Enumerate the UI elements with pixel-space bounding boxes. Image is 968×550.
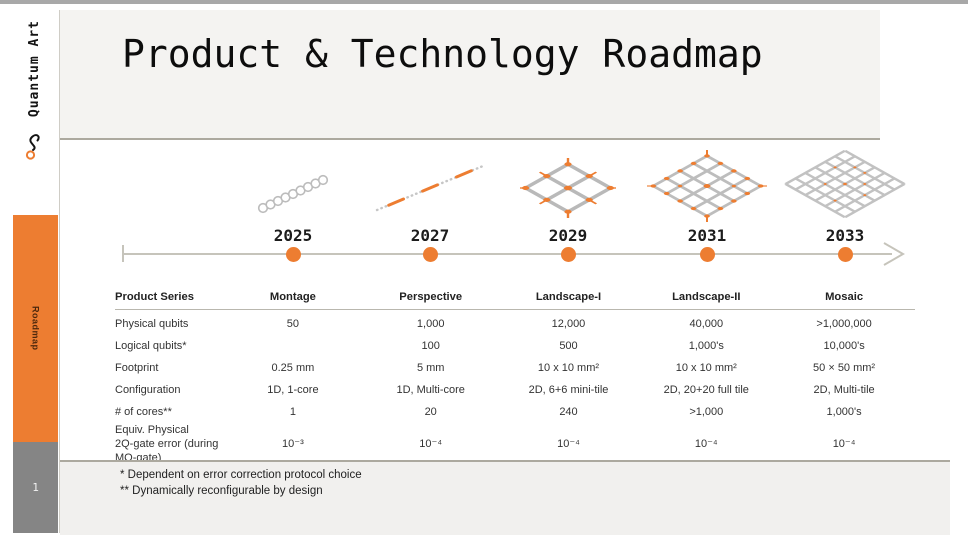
cell-value: >1,000,000 xyxy=(816,318,872,331)
cell-value: 1D, 1-core xyxy=(267,384,319,397)
cell-value: 10⁻³ xyxy=(282,437,304,450)
cell-value: 40,000 xyxy=(689,318,724,331)
quantum-art-logo-icon xyxy=(25,134,40,160)
cell-value: 10⁻⁴ xyxy=(419,437,443,450)
table-row: Physical qubits 50 1,000 12,000 40,000 >1,000… xyxy=(115,314,915,336)
timeline-year: 2027 xyxy=(410,226,450,245)
cell-value: 12,000 xyxy=(551,318,586,331)
cell-value: 5 mm xyxy=(416,362,445,375)
timeline-year: 2033 xyxy=(825,226,865,245)
table-header-row: Product Series Montage Perspective Landscap… xyxy=(115,286,915,310)
timeline-year: 2025 xyxy=(273,226,313,245)
row-label: # of cores** xyxy=(115,406,172,419)
cell-value: 10,000's xyxy=(823,340,865,353)
cell-value: 1,000's xyxy=(826,406,862,419)
cell-value: 10⁻⁴ xyxy=(832,437,856,450)
slide-number: 1 xyxy=(32,481,39,494)
timeline-year: 2029 xyxy=(548,226,588,245)
footnotes: * Dependent on error correction protocol… xyxy=(120,468,362,499)
sidebar-divider xyxy=(59,10,60,533)
column-header: Landscape-I xyxy=(535,291,602,303)
slide-number-badge: 1 xyxy=(13,442,58,533)
column-header: Perspective xyxy=(399,291,463,303)
timeline-axis xyxy=(122,253,892,255)
window-top-strip xyxy=(0,0,968,4)
cell-value: 1,000 xyxy=(416,318,445,331)
header-band xyxy=(60,10,880,140)
cell-value: 10 x 10 mm² xyxy=(537,362,600,375)
cell-value: 0.25 mm xyxy=(271,362,315,375)
row-label: Product Series xyxy=(115,291,194,303)
cell-value: 10⁻⁴ xyxy=(694,437,718,450)
sidebar-tab-label: Roadmap xyxy=(30,306,41,351)
timeline-year: 2031 xyxy=(687,226,727,245)
cell-value: 500 xyxy=(559,340,578,353)
footer-band xyxy=(60,460,950,535)
row-label: Physical qubits xyxy=(115,318,189,331)
table-row: # of cores** 1 20 240 >1,000 1,000's xyxy=(115,402,915,424)
timeline-milestone-dot xyxy=(560,247,576,262)
cell-value: 1 xyxy=(289,406,296,419)
column-header: Mosaic xyxy=(825,291,864,303)
timeline-milestone-dot xyxy=(422,247,438,262)
brand-name: Quantum Art xyxy=(26,20,42,118)
cell-value: 50 × 50 mm² xyxy=(813,362,876,375)
full-tile-lattice-icon xyxy=(647,150,767,222)
sidebar-tab-roadmap[interactable]: Roadmap xyxy=(13,215,58,442)
cell-value: >1,000 xyxy=(689,406,724,419)
qubit-chain-icon xyxy=(257,174,329,214)
cell-value: 2D, Multi-tile xyxy=(813,384,875,397)
table-row: Equiv. Physical 2Q-gate error (during MQ… xyxy=(115,424,915,465)
timeline-milestone-dot xyxy=(285,247,301,262)
cell-value: 100 xyxy=(421,340,440,353)
timeline-arrow-icon xyxy=(883,242,905,266)
multicore-chain-icon xyxy=(375,164,485,212)
table-row: Logical qubits* 100 500 1,000's 10,000's xyxy=(115,336,915,358)
cell-value: 240 xyxy=(559,406,578,419)
column-header: Landscape-II xyxy=(672,291,741,303)
row-label: Logical qubits* xyxy=(115,340,187,353)
cell-value: 2D, 6+6 mini-tile xyxy=(528,384,609,397)
row-label: Footprint xyxy=(115,362,159,375)
cell-value: 1D, Multi-core xyxy=(396,384,465,397)
brand-block: Quantum Art xyxy=(14,20,54,225)
mini-tile-lattice-icon xyxy=(520,158,616,218)
cell-value: 10 x 10 mm² xyxy=(675,362,737,375)
multi-tile-lattice-icon xyxy=(784,150,906,218)
cell-value: 2D, 20+20 full tile xyxy=(663,384,749,397)
table-row: Configuration 1D, 1-core 1D, Multi-core 2D,… xyxy=(115,380,915,402)
table-row: Footprint 0.25 mm 5 mm 10 x 10 mm² 10 x 10 m… xyxy=(115,358,915,380)
timeline-milestone-dot xyxy=(699,247,715,262)
cell-value: 50 xyxy=(286,318,300,331)
cell-value: 1,000's xyxy=(688,340,724,353)
roadmap-spec-table: Product Series Montage Perspective Landscap… xyxy=(115,286,915,465)
cell-value: 20 xyxy=(424,406,437,419)
footnote-error-correction: * Dependent on error correction protocol… xyxy=(120,469,362,481)
slide-title: Product & Technology Roadmap xyxy=(122,32,763,76)
row-label: Equiv. Physical 2Q-gate error (during MQ… xyxy=(115,424,219,464)
footnote-reconfigurable: ** Dynamically reconfigurable by design xyxy=(120,484,323,497)
timeline-milestone-dot xyxy=(837,247,853,262)
cell-value: 10⁻⁴ xyxy=(557,437,580,450)
column-header: Montage xyxy=(269,291,316,303)
row-label: Configuration xyxy=(115,384,181,397)
